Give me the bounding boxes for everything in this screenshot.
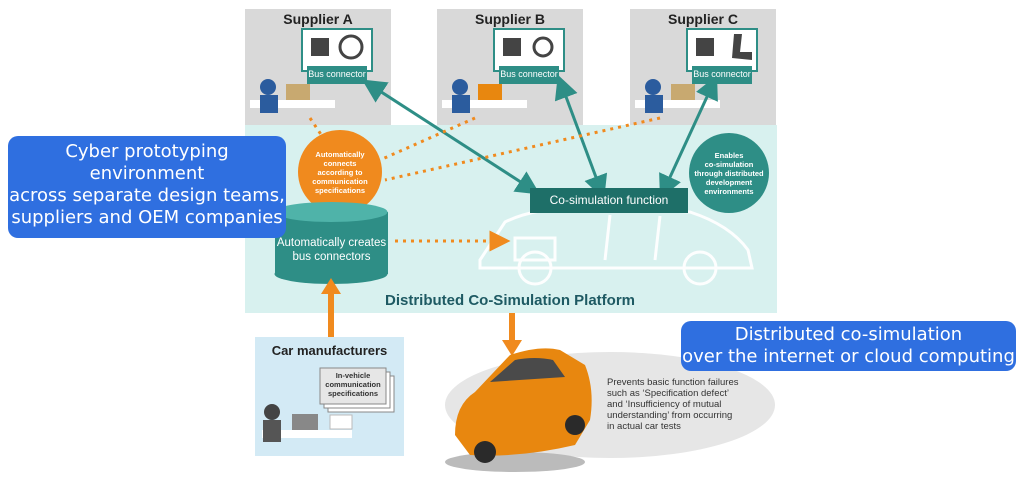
spec-doc-line-3: specifications <box>327 389 379 398</box>
callout-distributed-cosim: Distributed co-simulation over the inter… <box>681 321 1016 371</box>
spec-doc-line-1: In-vehicle <box>335 371 371 380</box>
callout-left-line-1: Cyber prototyping <box>65 141 229 162</box>
teal-circle <box>689 133 769 213</box>
teal-circle-line-1: Enables <box>714 151 744 160</box>
car-manufacturers-panel <box>255 337 404 456</box>
teal-circle-text: Enables co-simulation through distribute… <box>689 151 769 196</box>
arrow-a-cosim <box>361 79 541 195</box>
database-label: Automatically creates bus connectors <box>275 236 388 264</box>
orange-circle-line-2: connects <box>323 159 357 168</box>
orange-circle-line-4: communication <box>312 177 368 186</box>
orange-circle-line-1: Automatically <box>315 150 365 159</box>
steering-wheel-icon <box>340 36 362 58</box>
car-seat-icon <box>728 34 754 60</box>
teal-circle-line-4: development <box>705 178 753 187</box>
callout-right-line-2: over the internet or cloud computing <box>682 346 1015 367</box>
outcome-note-line-1: Prevents basic function failures <box>607 377 739 388</box>
dotted-b <box>379 116 476 162</box>
orange-circle-text: Automatically connects according to comm… <box>300 150 380 195</box>
dotted-c <box>384 116 661 182</box>
orange-circle <box>298 130 382 214</box>
supplier-c-bus-connector: Bus connector <box>693 69 751 79</box>
outcome-note-line-2: such as ‘Specification defect’ <box>607 388 729 399</box>
outcome-note: Prevents basic function failures such as… <box>607 377 777 432</box>
car-silhouette <box>478 206 754 286</box>
outcome-note-line-3: and ‘Insufficiency of mutual <box>607 399 722 410</box>
platform-title: Distributed Co-Simulation Platform <box>384 292 635 309</box>
supplier-b-title: Supplier B <box>474 11 545 27</box>
engine-icon <box>532 36 554 58</box>
chip-icon <box>311 38 329 56</box>
callout-left-line-2: environment <box>89 163 205 184</box>
callout-left-line-3: across separate design teams, <box>9 185 285 206</box>
supplier-c-title: Supplier C <box>667 11 738 27</box>
orange-circle-line-5: specifications <box>314 186 366 195</box>
database-cylinder <box>274 202 388 284</box>
outcome-note-line-5: in actual car tests <box>607 421 681 432</box>
car-manufacturers-title: Car manufacturers <box>271 343 388 358</box>
cosim-function-label: Co-simulation function <box>549 193 669 207</box>
arrow-c-cosim <box>659 75 718 199</box>
database-line-1: Automatically creates <box>276 237 387 249</box>
supplier-b-bus-connector: Bus connector <box>500 69 558 79</box>
callout-cyber-prototyping: Cyber prototyping environment across sep… <box>8 136 286 238</box>
orange-car <box>445 348 592 472</box>
teal-circle-line-5: environments <box>704 187 754 196</box>
spec-doc-line-2: communication <box>325 380 381 389</box>
teal-circle-line-3: through distributed <box>694 169 764 178</box>
database-line-2: bus connectors <box>292 251 371 263</box>
dotted-a <box>308 117 332 149</box>
in-vehicle-spec-doc: In-vehicle communication specifications <box>320 371 386 398</box>
teal-circle-line-2: co-simulation <box>704 160 754 169</box>
callout-left-line-4: suppliers and OEM companies <box>11 207 283 228</box>
outcome-note-line-4: understanding’ from occurring <box>607 410 733 421</box>
supplier-a-title: Supplier A <box>283 11 353 27</box>
supplier-a-bus-connector: Bus connector <box>308 69 366 79</box>
orange-circle-line-3: according to <box>317 168 363 177</box>
callout-right-line-1: Distributed co-simulation <box>734 324 963 345</box>
cosim-function-box <box>530 188 688 213</box>
